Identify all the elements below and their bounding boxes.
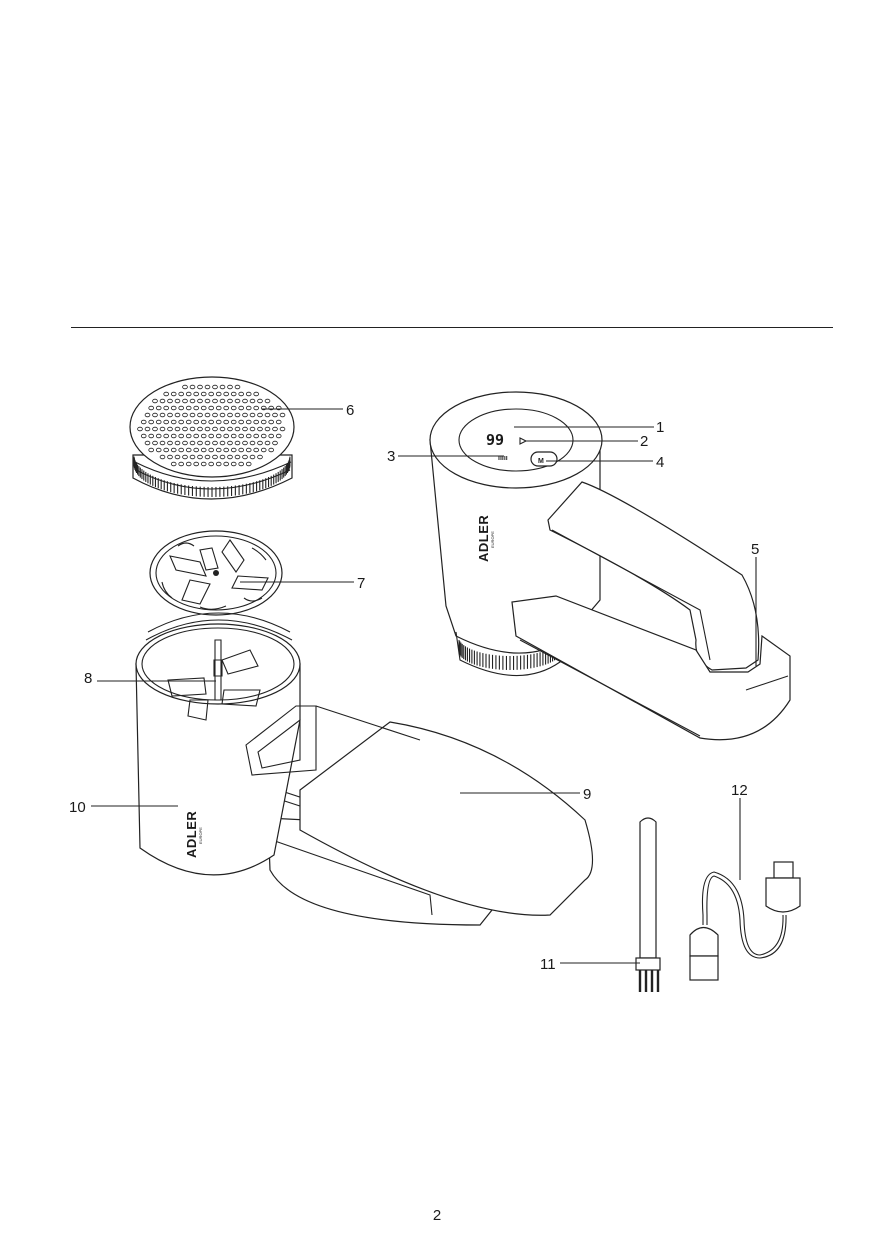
callout-1: 1 — [656, 419, 664, 436]
callout-2: 2 — [640, 433, 648, 450]
usb-cable-part — [689, 861, 801, 981]
open-housing-part — [135, 612, 594, 926]
callout-10: 10 — [69, 799, 86, 816]
callout-9: 9 — [583, 786, 591, 803]
callout-6: 6 — [346, 402, 354, 419]
brand-name: ADLER — [476, 515, 491, 562]
callout-5: 5 — [751, 541, 759, 558]
play-arrow-icon — [519, 437, 528, 445]
leader-lines — [91, 408, 757, 964]
brand-name: ADLER — [184, 811, 199, 858]
mode-button[interactable]: M — [538, 458, 544, 465]
brand-sub: EUROPE — [490, 531, 495, 548]
cleaning-brush-part — [635, 817, 661, 992]
brand-logo-housing: ADLER EUROPE — [184, 811, 203, 858]
callout-8: 8 — [84, 670, 92, 687]
blade-disc-part — [149, 530, 283, 616]
display-indicator: ııııı — [498, 455, 508, 462]
mesh-cover-part — [129, 376, 295, 500]
callout-7: 7 — [357, 575, 365, 592]
callout-12: 12 — [731, 782, 748, 799]
callout-11: 11 — [540, 956, 556, 973]
assembled-device — [429, 391, 791, 741]
display-digits: 99 — [486, 431, 504, 449]
callout-3: 3 — [387, 448, 395, 465]
callout-4: 4 — [656, 454, 664, 471]
brand-sub: EUROPE — [198, 827, 203, 844]
page-number: 2 — [432, 1207, 442, 1224]
horizontal-rule — [71, 327, 833, 328]
brand-logo-device: ADLER EUROPE — [476, 515, 495, 562]
